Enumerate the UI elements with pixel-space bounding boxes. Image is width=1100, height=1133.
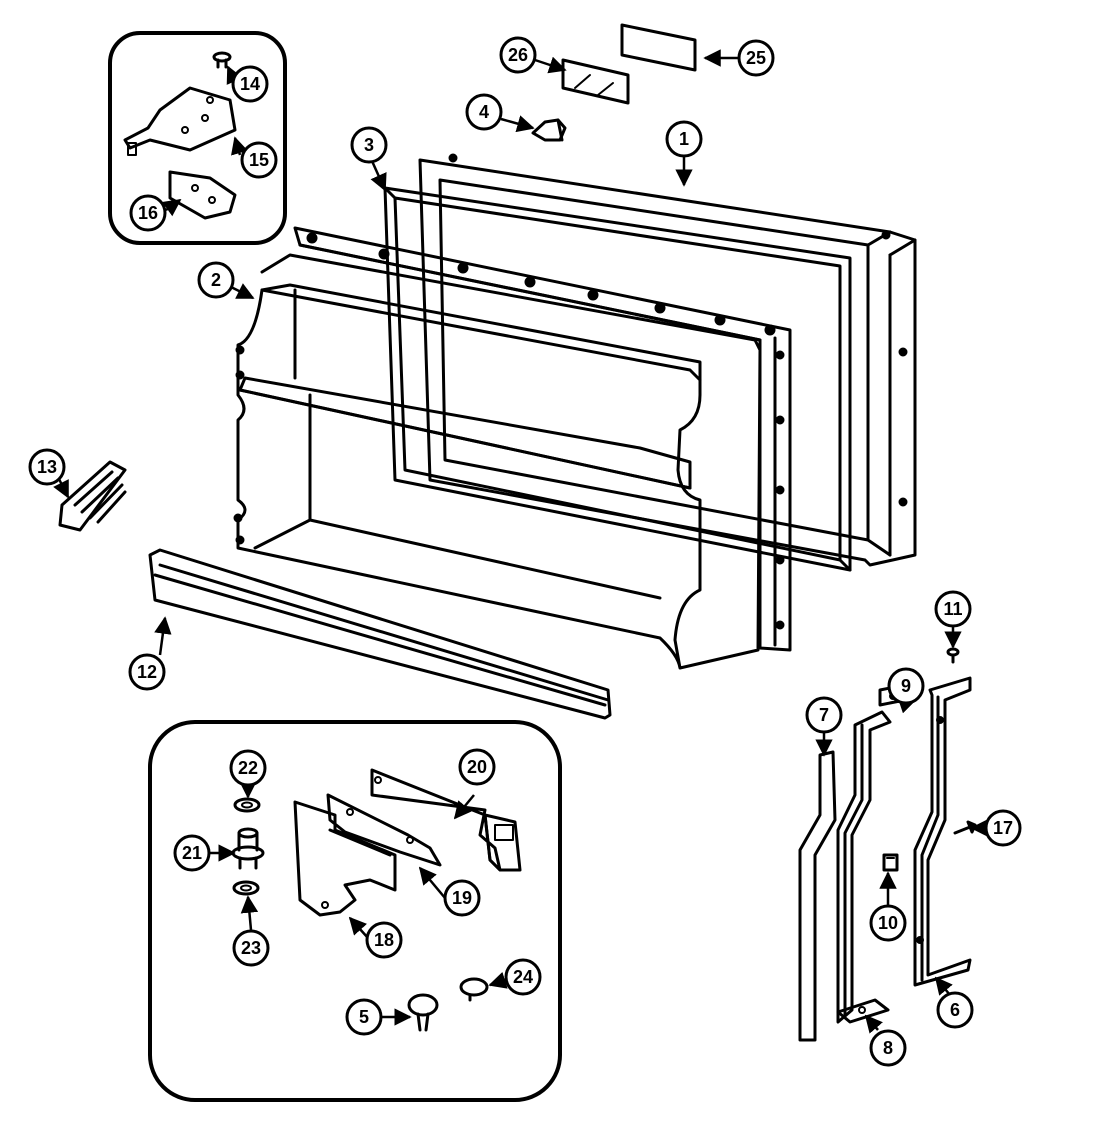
part-19-bracket (326, 793, 442, 867)
svg-text:24: 24 (513, 967, 533, 987)
callout-25: 25 (737, 39, 775, 77)
svg-text:12: 12 (137, 662, 157, 682)
part-23-washer (232, 880, 260, 896)
part-10-clip (882, 853, 899, 872)
svg-text:26: 26 (508, 45, 528, 65)
part-5-plug-button (407, 993, 439, 1032)
leader-lines (53, 49, 988, 1034)
callout-1: 1 (665, 120, 703, 158)
svg-text:25: 25 (746, 48, 766, 68)
hardware-inset-frame (148, 720, 562, 1102)
svg-text:1: 1 (679, 129, 689, 149)
callout-16: 16 (129, 194, 167, 232)
part-13-handle-clip (58, 460, 127, 532)
part-8-bracket-foot (836, 998, 890, 1024)
svg-text:16: 16 (138, 203, 158, 223)
part-16-hinge-shim (168, 170, 237, 220)
callout-22: 22 (229, 749, 267, 787)
part-15-top-hinge (123, 86, 237, 156)
svg-text:15: 15 (249, 150, 269, 170)
svg-text:22: 22 (238, 758, 258, 778)
part-3-gasket (383, 186, 852, 572)
svg-text:11: 11 (943, 599, 962, 619)
part-2-inner-liner (233, 226, 792, 670)
callout-6: 6 (936, 991, 974, 1029)
part-left-channel-bracket (836, 710, 892, 1024)
callout-21: 21 (173, 834, 211, 872)
callout-11: 11 (934, 590, 972, 628)
svg-text:5: 5 (359, 1007, 369, 1027)
part-14-hinge-screw (212, 51, 232, 69)
callout-17: 17 (984, 809, 1022, 847)
svg-text:4: 4 (479, 102, 489, 122)
svg-text:14: 14 (240, 74, 260, 94)
callout-15: 15 (240, 141, 278, 179)
svg-text:21: 21 (182, 843, 202, 863)
callout-5: 5 (345, 998, 383, 1036)
part-21-hinge-pin (231, 827, 265, 870)
svg-text:9: 9 (901, 676, 911, 696)
callout-9: 9 (887, 667, 925, 705)
part-12-bottom-trim (148, 548, 612, 720)
callout-26: 26 (499, 36, 537, 74)
callout-2: 2 (197, 261, 235, 299)
svg-text:6: 6 (950, 1000, 960, 1020)
svg-text:23: 23 (241, 938, 261, 958)
callout-23: 23 (232, 929, 270, 967)
svg-text:19: 19 (452, 888, 472, 908)
callout-3: 3 (350, 126, 388, 164)
callout-10: 10 (869, 904, 907, 942)
callout-12: 12 (128, 653, 166, 691)
callout-20: 20 (458, 748, 496, 786)
svg-text:7: 7 (819, 705, 829, 725)
svg-text:3: 3 (364, 135, 374, 155)
svg-text:20: 20 (467, 757, 487, 777)
part-25-nameplate (620, 23, 697, 72)
hinge-inset-frame (108, 31, 287, 245)
callouts: 1 2 3 4 5 6 7 8 9 10 11 12 13 14 15 16 1… (28, 36, 1022, 1067)
callout-14: 14 (231, 65, 269, 103)
part-11-screw (946, 647, 960, 664)
part-7-trim-strip (798, 750, 837, 1042)
callout-8: 8 (869, 1029, 907, 1067)
callout-7: 7 (805, 696, 843, 734)
callout-4: 4 (465, 93, 503, 131)
callout-18: 18 (365, 921, 403, 959)
part-20-hinge-plate (370, 768, 522, 872)
part-24-plug-button (459, 977, 489, 1002)
svg-text:13: 13 (37, 457, 57, 477)
callout-24: 24 (504, 958, 542, 996)
svg-text:18: 18 (374, 930, 394, 950)
callout-13: 13 (28, 448, 66, 486)
svg-text:10: 10 (878, 913, 898, 933)
svg-text:8: 8 (883, 1038, 893, 1058)
part-6-channel-bracket (913, 676, 972, 987)
part-26-nameplate-clip (561, 58, 630, 105)
svg-text:17: 17 (993, 818, 1013, 838)
callout-19: 19 (443, 879, 481, 917)
part-1-outer-door (418, 153, 917, 567)
part-22-washer (233, 797, 261, 813)
part-4-plug (531, 118, 567, 142)
svg-text:2: 2 (211, 270, 221, 290)
part-18-bottom-hinge (293, 800, 397, 917)
